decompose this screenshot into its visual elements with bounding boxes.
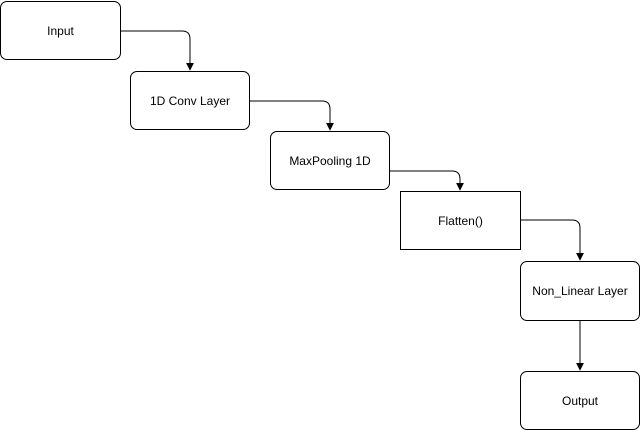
node-1d-conv-layer[interactable]: 1D Conv Layer — [130, 71, 250, 130]
edge-flatten-to-nonlin — [521, 219, 584, 261]
edge-input-to-conv — [121, 30, 194, 71]
edge-pool-to-flatten — [390, 170, 464, 191]
node-output[interactable]: Output — [520, 371, 640, 430]
node-flatten[interactable]: Flatten() — [400, 191, 521, 250]
node-input[interactable]: Input — [0, 1, 121, 60]
node-non-linear-layer[interactable]: Non_Linear Layer — [520, 261, 640, 321]
node-flatten-label: Flatten() — [438, 213, 483, 228]
node-maxpooling-1d[interactable]: MaxPooling 1D — [270, 131, 390, 190]
node-output-label: Output — [561, 393, 599, 408]
edge-conv-to-pool — [250, 100, 334, 131]
node-1d-conv-layer-label: 1D Conv Layer — [149, 93, 231, 108]
node-input-label: Input — [47, 23, 74, 38]
node-maxpooling-1d-label: MaxPooling 1D — [289, 153, 371, 168]
node-non-linear-layer-label: Non_Linear Layer — [532, 284, 628, 298]
